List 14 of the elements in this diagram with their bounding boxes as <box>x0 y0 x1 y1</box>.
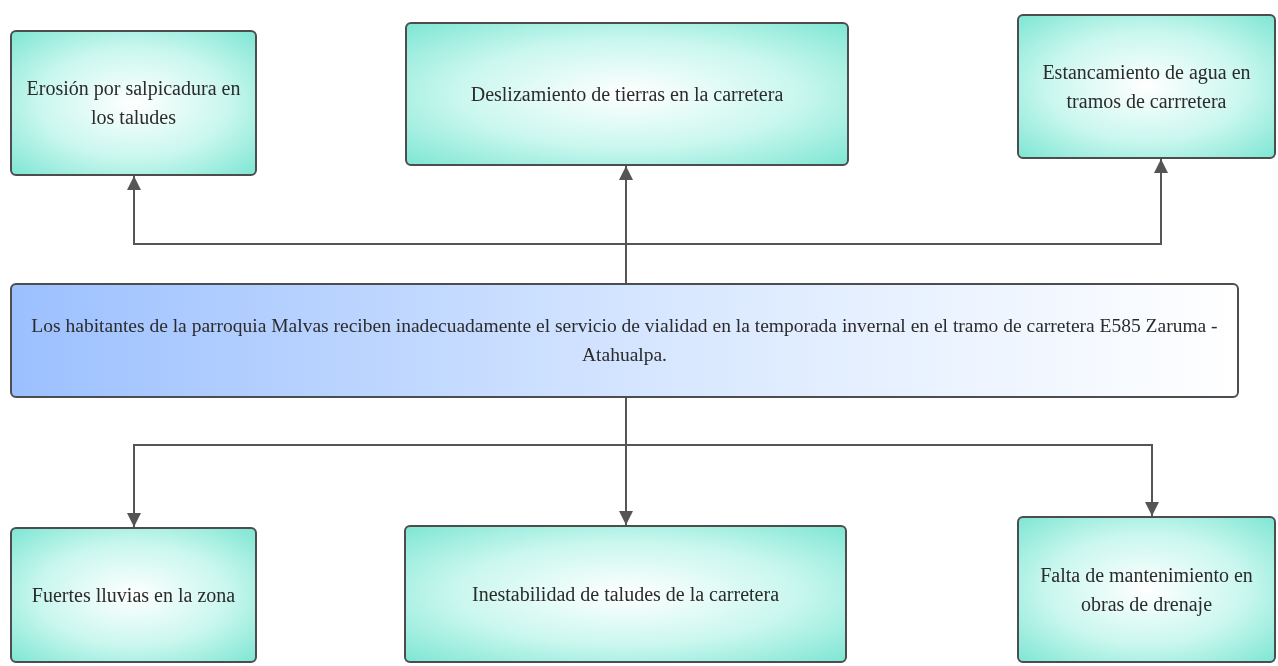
process-box <box>10 527 257 663</box>
box-label: Los habitantes de la parroquia Malvas reciben inadecuadamente el servicio de vialidad en la temporada invernal en el tramo de carretera E585 Zaruma - Atahualpa. <box>30 314 1219 367</box>
box-label: Deslizamiento de tierras en la carretera <box>470 81 784 107</box>
process-box <box>1017 516 1276 663</box>
process-box <box>404 525 847 663</box>
box-label: Erosión por salpicadura en los taludes <box>26 76 241 130</box>
box-label: Fuertes lluvias en la zona <box>31 582 236 608</box>
process-box <box>405 22 849 166</box>
process-box <box>10 30 257 176</box>
box-label: Estancamiento de agua en tramos de carrretera <box>1041 59 1252 114</box>
box-label: Falta de mantenimiento en obras de drenaje <box>1039 562 1254 618</box>
process-box <box>1017 14 1276 159</box>
box-label: Inestabilidad de taludes de la carretera <box>471 581 780 607</box>
process-box <box>10 283 1239 398</box>
